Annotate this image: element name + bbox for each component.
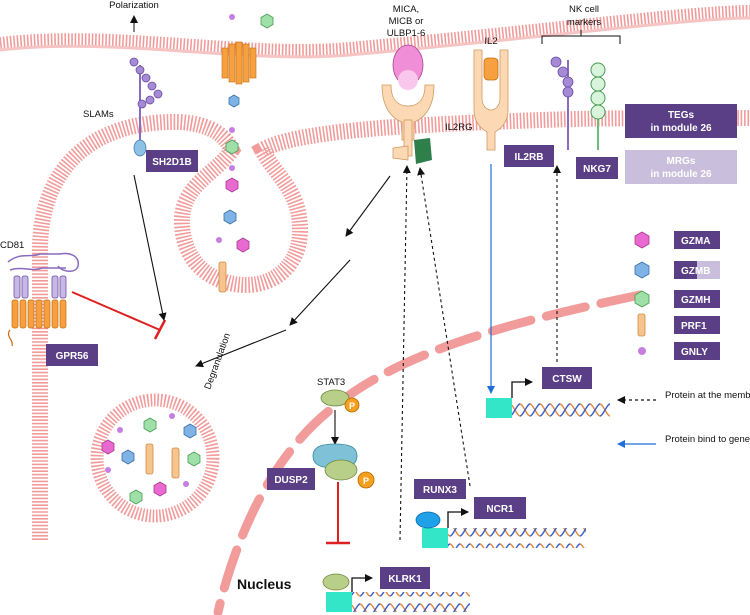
ligands-label-3: ULBP1-6 <box>387 28 426 39</box>
legend-gzma: GZMA <box>681 236 710 247</box>
gpr56-protein <box>7 299 67 347</box>
nkg7-label: NKG7 <box>583 164 611 175</box>
granule-contents <box>216 127 250 293</box>
legend-mrgs-line1: MRGs <box>667 156 696 167</box>
legend-mrgs-line2: in module 26 <box>650 169 712 180</box>
green-hexagon-icon <box>634 290 650 308</box>
legend-tegs-line1: TEGs <box>668 110 695 121</box>
klrk1-label: KLRK1 <box>388 574 422 585</box>
perforin-pore-icon <box>221 41 257 85</box>
pink-hexagon-icon <box>634 231 650 249</box>
il2rg-label: IL2RG <box>445 122 472 133</box>
ncr1-label: NCR1 <box>486 504 514 515</box>
cd81-protein <box>7 252 79 299</box>
stat3-phospho: P <box>349 401 355 411</box>
nk-marker-purple <box>550 56 574 150</box>
legend-gnly: GNLY <box>681 347 708 358</box>
ctsw-label: CTSW <box>552 374 582 385</box>
orange-bar-icon <box>637 313 646 337</box>
gpr56-gene-box <box>46 344 98 366</box>
legend-gzmh: GZMH <box>681 295 710 306</box>
ncr1-gene <box>415 508 586 548</box>
cell-membrane <box>0 5 750 615</box>
legend-proteins: GZMA GZMB GZMH PRF1 GNLY <box>634 231 720 360</box>
ligands-label-1: MICA, <box>393 4 419 15</box>
il2-receptor <box>473 49 509 151</box>
legend-arrow-membrane: Protein at the membrane <box>665 390 750 401</box>
cd81-label: CD81 <box>0 240 24 251</box>
nkg7-gene-box <box>576 157 618 179</box>
sh2d1b-label: SH2D1B <box>152 157 191 168</box>
nk-marker-green <box>590 62 606 150</box>
ctsw-gene <box>486 378 610 418</box>
il2rb-label: IL2RB <box>515 152 544 163</box>
il2-label: IL2 <box>484 36 497 47</box>
slams-receptor <box>129 57 163 157</box>
sh2d1b-gene-box <box>146 150 198 172</box>
ligands-label-2: MICB or <box>389 16 424 27</box>
blue-hexagon-icon <box>634 261 650 279</box>
vesicle-contents <box>101 413 201 505</box>
runx3-label: RUNX3 <box>423 485 457 496</box>
polarization-label: Polarization <box>109 0 159 11</box>
il2rb-gene-box <box>504 145 554 167</box>
legend-prf1: PRF1 <box>681 321 707 332</box>
stat3-label: STAT3 <box>317 377 345 388</box>
runx3-gene-box <box>414 479 466 499</box>
klrk1-gene <box>322 573 470 612</box>
stat3-protein <box>320 389 350 407</box>
ctsw-gene-box <box>542 367 592 389</box>
legend-tegs-box <box>625 104 737 138</box>
legend-arrow-promoter: Protein bind to gene promoter <box>665 434 750 445</box>
nk-markers-label-2: markers <box>567 17 602 28</box>
purple-dot-icon <box>638 347 646 355</box>
gpr56-label: GPR56 <box>56 351 89 362</box>
ncr1-gene-box <box>474 497 526 519</box>
legend-mrgs-box <box>625 150 737 184</box>
dusp2-label: DUSP2 <box>274 475 308 486</box>
nk-markers-label-1: NK cell <box>569 4 599 15</box>
klrk1-gene-box <box>380 567 430 589</box>
nkg2d-receptor <box>381 44 435 164</box>
dusp2-gene-box <box>267 468 315 490</box>
nucleus-label: Nucleus <box>237 576 292 592</box>
legend-gzmb: GZMB <box>681 266 710 277</box>
dusp2-phospho: P <box>363 476 369 486</box>
legend-tegs-line2: in module 26 <box>650 123 712 134</box>
slams-label: SLAMs <box>83 109 114 120</box>
